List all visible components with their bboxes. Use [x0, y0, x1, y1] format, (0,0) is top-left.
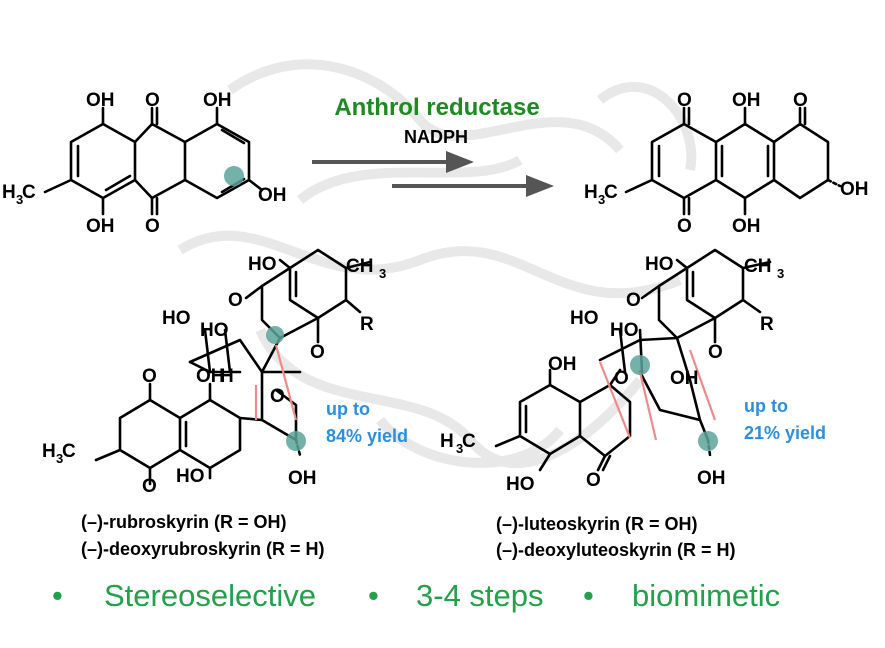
product-atom-label: O	[677, 90, 692, 111]
product-atom-label: C	[604, 182, 618, 203]
product-atom-label: O	[677, 216, 692, 237]
luteoskyrin-atom-label: O	[586, 470, 601, 491]
luteoskyrin-new-bonds	[598, 349, 717, 441]
luteoskyrin-subscript: 3	[456, 441, 463, 456]
rubroskyrin-atom-label: R	[360, 314, 374, 335]
rubroskyrin-new-bonds	[254, 344, 298, 421]
rubroskyrin-yield-line2: 84% yield	[326, 426, 408, 446]
luteoskyrin-yield-line2: 21% yield	[744, 423, 826, 443]
luteoskyrin-subscript: 3	[777, 266, 784, 281]
substrate-atom-label: OH	[258, 185, 287, 206]
rubroskyrin-atom-label: C	[62, 441, 76, 462]
substrate-atom-label: H	[2, 182, 16, 203]
rubroskyrin-subscript: 3	[56, 451, 63, 466]
luteoskyrin-stereocenter-marker	[630, 355, 650, 375]
product-atom-label: O	[793, 90, 808, 111]
product-atom-label: OH	[732, 216, 761, 237]
rubroskyrin-atom-label: O	[142, 476, 157, 497]
rubroskyrin-stereocenter-marker	[286, 431, 306, 451]
bullet-marker: •	[583, 578, 594, 613]
luteoskyrin-atom-label: OH	[548, 354, 577, 375]
reaction-arrow	[312, 151, 554, 197]
luteoskyrin-atom-label: O	[626, 290, 641, 311]
highlight-stereoselective: Stereoselective	[104, 578, 316, 613]
luteoskyrin-structure	[494, 248, 772, 472]
rubroskyrin-atom-label: O	[142, 366, 157, 387]
highlight-biomimetic: biomimetic	[632, 578, 781, 613]
rubroskyrin-atom-label: OH	[196, 366, 225, 387]
rubroskyrin-atom-label: OH	[288, 468, 317, 489]
luteoskyrin-atom-label: C	[462, 431, 476, 452]
highlight-steps: 3-4 steps	[416, 578, 544, 613]
product-atom-label: OH	[732, 90, 761, 111]
reduced-product-structure	[624, 106, 842, 216]
luteoskyrin-atom-label: HO	[610, 320, 639, 341]
luteoskyrin-atom-label: H	[440, 431, 454, 452]
rubroskyrin-atom-label: O	[270, 386, 285, 407]
rubroskyrin-atom-label: HO	[248, 254, 277, 275]
luteoskyrin-atom-label: OH	[670, 368, 699, 389]
substrate-atom-label: OH	[86, 216, 115, 237]
rubroskyrin-atom-label: HO	[162, 308, 191, 329]
substrate-atom-label: O	[145, 216, 160, 237]
substrate-atom-label: O	[145, 90, 160, 111]
rubroskyrin-atom-label: HO	[200, 320, 229, 341]
rubroskyrin-atom-label: HO	[176, 466, 205, 487]
rubroskyrin-subscript: 3	[379, 266, 386, 281]
product-atom-label: H	[584, 182, 598, 203]
rubroskyrin-name: (–)-rubroskyrin (R = OH)	[81, 512, 287, 532]
highlights-row: • Stereoselective • 3-4 steps • biomimet…	[0, 578, 885, 628]
enzyme-label: Anthrol reductase	[334, 94, 539, 121]
luteoskyrin-atom-label: OH	[697, 468, 726, 489]
luteoskyrin-atom-label: HO	[570, 308, 599, 329]
protein-watermark	[177, 59, 697, 468]
rubroskyrin-atom-label: CH	[346, 256, 373, 277]
luteoskyrin-yield-line1: up to	[744, 396, 788, 416]
substrate-structure	[43, 106, 264, 216]
luteoskyrin-atom-label: O	[614, 368, 629, 389]
substrate-atom-label: OH	[86, 90, 115, 111]
product-atom-label: OH	[840, 179, 869, 200]
product-subscript: 3	[598, 192, 605, 207]
rubroskyrin-atom-label: H	[220, 366, 234, 387]
rubroskyrin-atom-label: H	[42, 441, 56, 462]
cofactor-label: NADPH	[404, 127, 468, 147]
luteoskyrin-atom-label: O	[708, 342, 723, 363]
luteoskyrin-atom-label: R	[760, 314, 774, 335]
luteoskyrin-stereocenter-marker	[698, 431, 718, 451]
deoxyrubroskyrin-name: (–)-deoxyrubroskyrin (R = H)	[81, 539, 325, 559]
rubroskyrin-atom-label: O	[310, 342, 325, 363]
substrate-atom-label: C	[22, 182, 36, 203]
luteoskyrin-atom-label: CH	[744, 256, 771, 277]
luteoskyrin-atom-label: HO	[506, 474, 535, 495]
substrate-reaction-site-marker	[224, 166, 244, 186]
rubroskyrin-stereocenter-marker	[266, 326, 284, 344]
luteoskyrin-name: (–)-luteoskyrin (R = OH)	[496, 514, 698, 534]
deoxyluteoskyrin-name: (–)-deoxyluteoskyrin (R = H)	[496, 540, 736, 560]
substrate-atom-label: OH	[203, 90, 232, 111]
luteoskyrin-atom-label: HO	[645, 254, 674, 275]
bullet-marker: •	[368, 578, 379, 613]
substrate-subscript: 3	[16, 192, 23, 207]
rubroskyrin-atom-label: O	[228, 290, 243, 311]
rubroskyrin-yield-line1: up to	[326, 399, 370, 419]
bullet-marker: •	[52, 578, 63, 613]
